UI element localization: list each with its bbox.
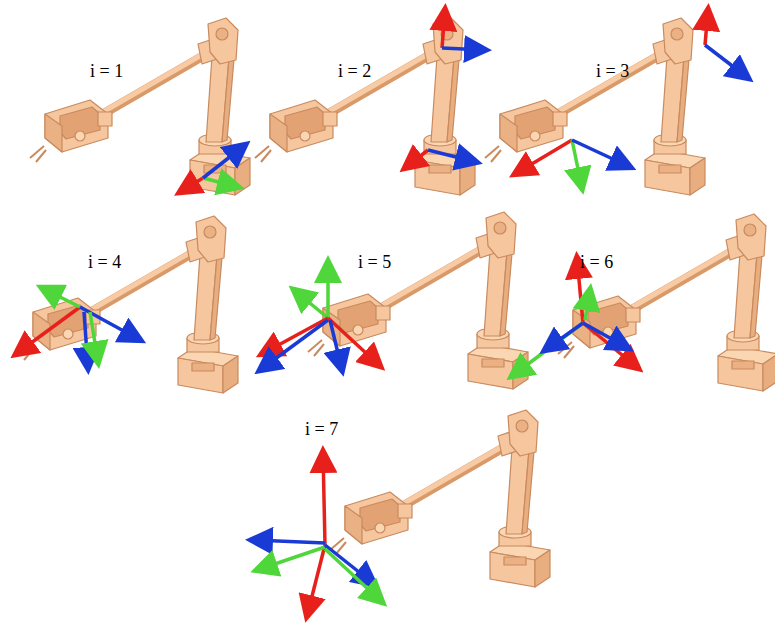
- frame-index-label: i = 4: [88, 253, 121, 273]
- coordinate-frames: [16, 10, 748, 616]
- frame-index-label: i = 5: [358, 253, 391, 273]
- frame-index-label: i = 3: [596, 62, 629, 82]
- frame-index-label: i = 2: [338, 62, 371, 82]
- frame-index-label: i = 6: [580, 253, 613, 273]
- frame-index-label: i = 7: [305, 420, 338, 440]
- frame-index-label: i = 1: [90, 62, 123, 82]
